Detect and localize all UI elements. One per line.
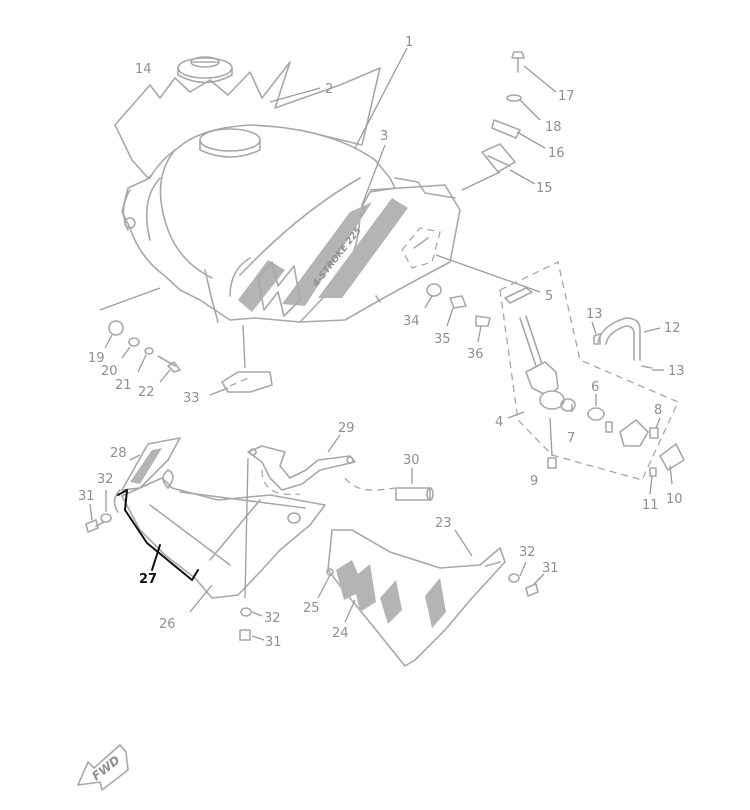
callout-labels: 1 2 3 4 5 6 7 8 9 10 11 12 13 13 14 15 1… [78,35,685,650]
shroud-bracket [247,434,397,496]
fuel-petcock [507,315,685,495]
callout-9: 9 [530,474,538,489]
callout-5: 5 [545,289,553,304]
callout-19: 19 [88,351,105,366]
callout-23: 23 [435,516,452,531]
tank-bolt-set [99,287,181,383]
callout-27: 27 [139,572,157,587]
shroud-bolts-right [508,561,545,597]
callout-27-leader [151,544,161,571]
callout-13b: 13 [668,364,685,379]
breather-hose [395,468,434,501]
callout-14: 14 [135,62,152,77]
callout-11: 11 [642,498,659,513]
tank-rear-bracket [209,324,273,396]
callout-12: 12 [664,321,681,336]
callout-33: 33 [183,391,200,406]
callout-3: 3 [380,129,388,144]
tank-side-emblem [401,227,441,269]
callout-32a: 32 [97,472,114,487]
callout-10: 10 [666,492,683,507]
callout-24: 24 [332,626,349,641]
callout-31b: 31 [265,635,282,650]
callout-13a: 13 [586,307,603,322]
forward-direction-arrow: FWD [77,744,129,791]
callout-32b: 32 [264,611,281,626]
tank-logo-outline [257,261,301,317]
callout-35: 35 [434,332,451,347]
right-shroud [317,529,506,667]
callout-22: 22 [138,385,155,400]
callout-34: 34 [403,314,420,329]
callout-36: 36 [467,347,484,362]
callout-17: 17 [558,89,575,104]
callout-1: 1 [405,35,413,50]
callout-31c: 31 [542,561,559,576]
fuel-hose [591,317,664,371]
callout-28: 28 [110,446,127,461]
callout-6: 6 [591,380,599,395]
petcock-assembly-box [499,261,679,481]
callout-20: 20 [101,364,118,379]
callout-21: 21 [115,378,132,393]
tank-mount-hardware [461,51,557,191]
callout-26: 26 [159,617,176,632]
callout-4: 4 [495,415,503,430]
callout-25: 25 [303,601,320,616]
callout-2: 2 [325,82,333,97]
callout-30: 30 [403,453,420,468]
callout-16: 16 [548,146,565,161]
callout-15: 15 [536,181,553,196]
fuel-cap [177,56,233,84]
shroud-edge-highlight [117,489,199,581]
callout-32c: 32 [519,545,536,560]
tank-decal-stripe [238,260,285,312]
fuel-tank: 4-STROKE 225 [121,124,461,323]
callout-8: 8 [654,403,662,418]
callout-29: 29 [338,421,355,436]
tank-decal-stripe [318,198,408,298]
petcock-bracket [504,287,533,304]
callout-7: 7 [567,431,575,446]
shroud-bolts-center [239,457,265,641]
tank-grommets [424,283,491,343]
left-shroud [113,437,326,599]
tank-decal-stripe [282,202,372,306]
callout-31a: 31 [78,489,95,504]
callout-18: 18 [545,120,562,135]
shroud-bolts-left [85,490,112,533]
